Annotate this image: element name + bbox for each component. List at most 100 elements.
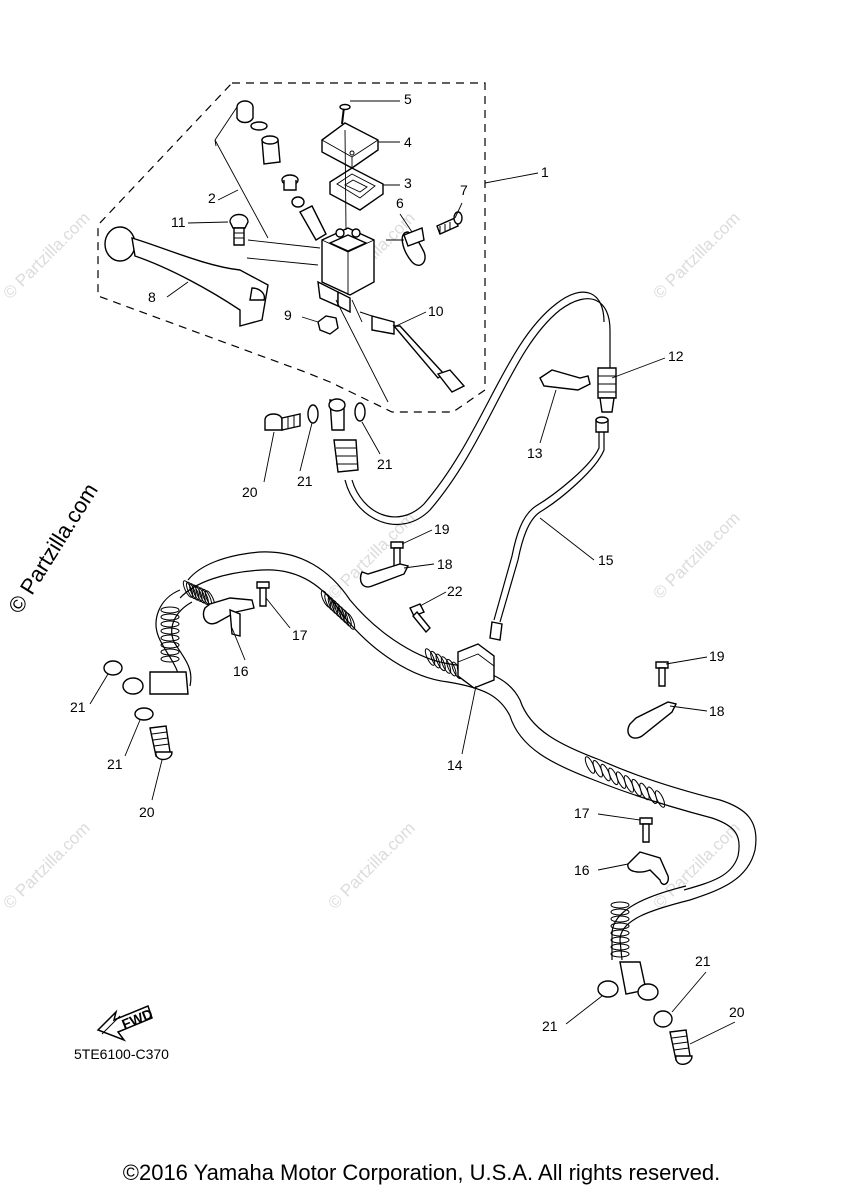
hose-ring (446, 658, 457, 677)
hose-ring (639, 782, 650, 801)
watermark: © Partzilla.com (324, 508, 418, 602)
watermark: © Partzilla.com (0, 818, 94, 912)
part-label-19b: 19 (709, 648, 725, 664)
part-label-18a: 18 (437, 556, 453, 572)
hose-ring (160, 634, 180, 642)
hose-ring (424, 648, 436, 666)
bolt-19b (655, 661, 669, 687)
part-label-16a: 16 (233, 663, 249, 679)
part-label-1: 1 (541, 164, 549, 180)
leader-lines (89, 100, 736, 1045)
part-label-10: 10 (428, 303, 444, 319)
bolt-22 (409, 603, 431, 634)
bracket-13 (539, 369, 591, 391)
hose-ring (610, 915, 630, 923)
part-label-21e: 21 (542, 1018, 558, 1034)
hose-ring (160, 648, 180, 656)
hose-ring (608, 767, 619, 786)
hose-ring (160, 606, 180, 614)
part-label-15: 15 (598, 552, 614, 568)
washer-21e (597, 980, 619, 998)
part-label-17a: 17 (292, 627, 308, 643)
part-label-21d: 21 (107, 756, 123, 772)
part-label-22: 22 (447, 583, 463, 599)
part-label-21b: 21 (377, 456, 393, 472)
bracket-16b (627, 851, 670, 886)
lower-brake-hose (122, 551, 757, 1001)
banjo-bolt-20c (669, 1029, 693, 1065)
part-label-21f: 21 (695, 953, 711, 969)
hose-ring (160, 627, 180, 635)
washer-21a (307, 404, 319, 424)
junction-12 (597, 367, 617, 413)
hose-ring (610, 950, 630, 958)
part-label-12: 12 (668, 348, 684, 364)
hose-ring (610, 929, 630, 937)
part-label-7: 7 (460, 182, 468, 198)
side-watermark: © Partzilla.com (3, 479, 103, 618)
hose-ring (592, 760, 603, 778)
bracket-16a (202, 597, 255, 625)
part-label-19a: 19 (434, 521, 450, 537)
part-label-5: 5 (404, 91, 412, 107)
washer-21b (354, 402, 366, 422)
washer-21f (653, 1010, 673, 1028)
hose-ring (440, 656, 452, 674)
watermark-layer: © Partzilla.com © Partzilla.com © Partzill… (0, 208, 744, 912)
part-label-20a: 20 (242, 484, 258, 500)
hose-ring (160, 655, 180, 663)
hose-ring (654, 790, 666, 808)
part-label-20c: 20 (729, 1004, 745, 1020)
part-label-21a: 21 (297, 473, 313, 489)
hose-ring (160, 613, 180, 621)
hose-ring (430, 650, 441, 669)
bolt-17a (256, 581, 270, 607)
hose-ring (623, 775, 635, 793)
hose-ring (341, 609, 352, 627)
banjo-bolt-20b (149, 725, 173, 761)
banjo-bolt-20a (264, 413, 301, 431)
fwd-label: FWD (119, 1005, 155, 1032)
hose-ring (160, 620, 180, 628)
hose-ring (160, 641, 180, 649)
part-label-18b: 18 (709, 703, 725, 719)
bracket-18b (627, 701, 678, 739)
part-label-3: 3 (404, 175, 412, 191)
fwd-arrow-icon: FWD (96, 1005, 155, 1042)
part-label-4: 4 (404, 134, 412, 150)
hose-ring (435, 653, 446, 672)
hose-ring (344, 612, 356, 630)
bolt-17b (639, 817, 653, 843)
part-label-9: 9 (284, 307, 292, 323)
bracket-18a (359, 563, 410, 588)
part-label-8: 8 (148, 289, 156, 305)
diagram-code: 5TE6100-C370 (74, 1046, 169, 1062)
hose-ring (615, 771, 627, 789)
hose-ring (331, 599, 342, 618)
hose-ring (610, 901, 630, 909)
copyright-notice: ©2016 Yamaha Motor Corporation, U.S.A. A… (122, 1160, 721, 1185)
watermark: © Partzilla.com (649, 208, 743, 302)
part-label-13: 13 (527, 445, 543, 461)
upper-hose-end (328, 398, 359, 473)
hose-ring (610, 922, 630, 930)
bolt-19a (390, 541, 404, 567)
washer-21c (103, 660, 123, 676)
master-cylinder-assembly (104, 100, 466, 403)
brake-pipe-15 (489, 416, 609, 641)
part-label-2: 2 (208, 190, 216, 206)
hose-ring (647, 786, 658, 804)
part-label-14: 14 (447, 757, 463, 773)
part-label-16b: 16 (574, 862, 590, 878)
watermark: © Partzilla.com (0, 208, 94, 302)
part-label-17b: 17 (574, 805, 590, 821)
part-label-21c: 21 (70, 699, 86, 715)
part-label-20b: 20 (139, 804, 155, 820)
hose-ring (600, 763, 611, 782)
part-label-6: 6 (396, 195, 404, 211)
watermark: © Partzilla.com (649, 508, 743, 602)
washer-21d (134, 707, 154, 721)
part-label-11: 11 (171, 214, 186, 230)
